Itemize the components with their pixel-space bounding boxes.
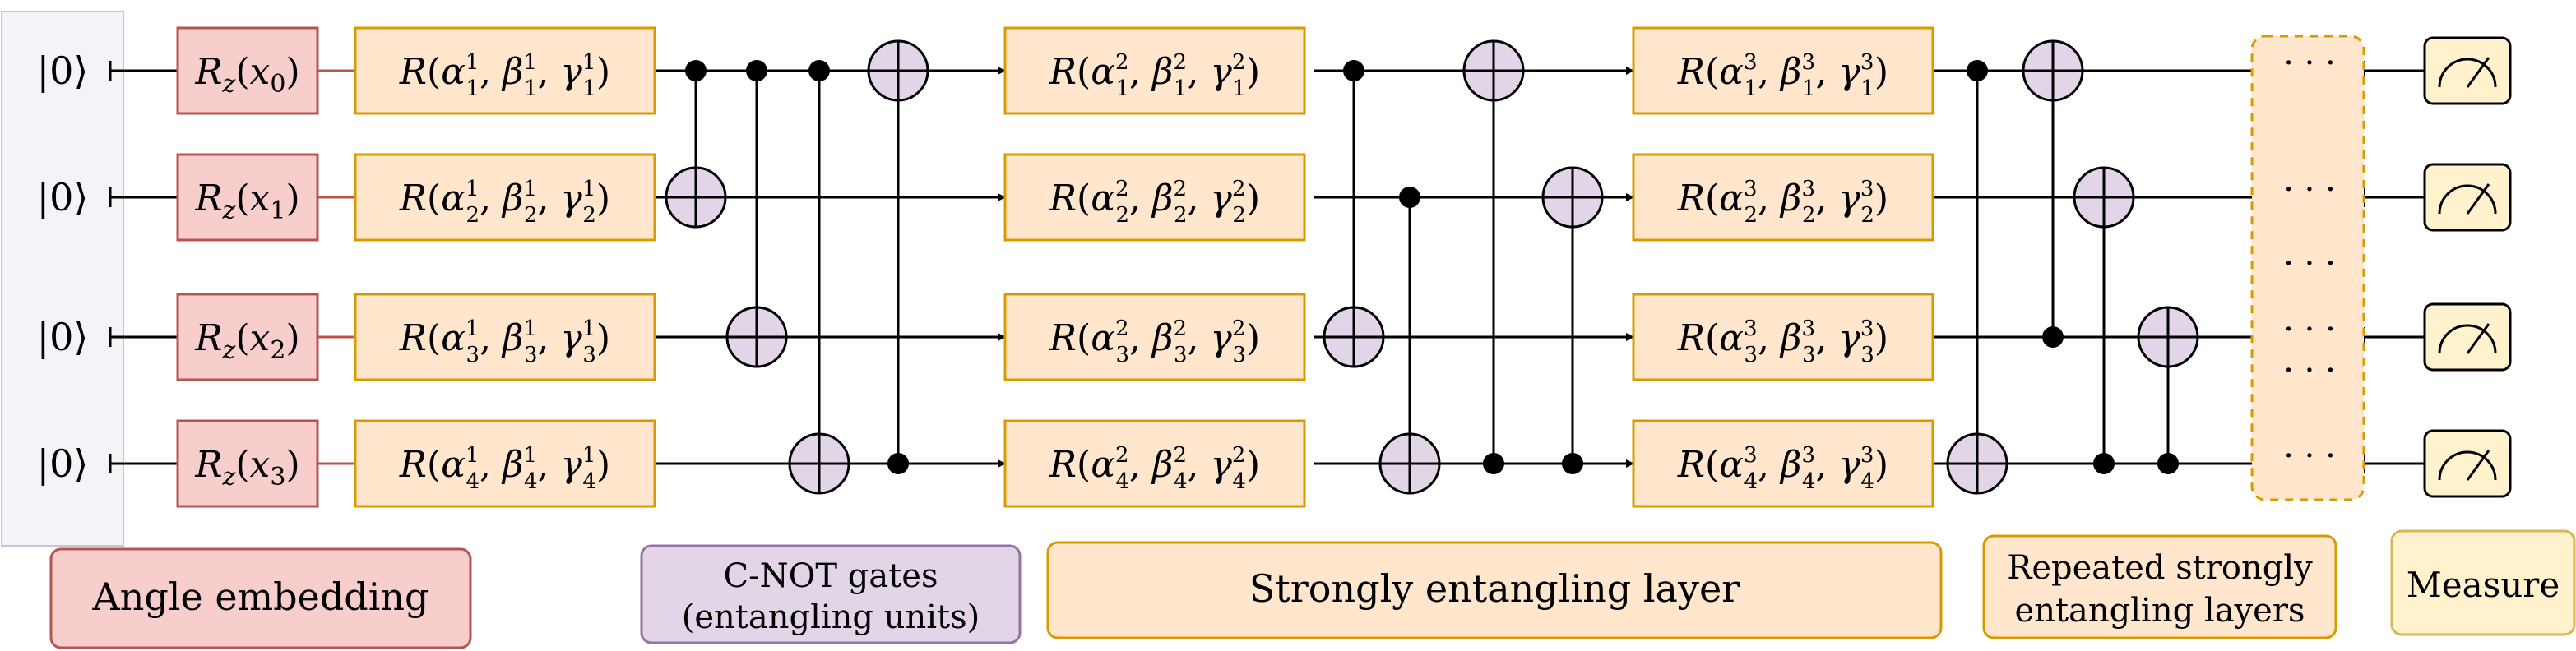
measure-gate <box>2423 429 2512 498</box>
legend-repeated-box <box>1982 534 2337 639</box>
ket-0-label: |0⟩ <box>37 441 89 486</box>
legend-cnot-box <box>640 544 1022 644</box>
ellipsis-dots: · · · <box>2283 245 2336 283</box>
ket-0-label: |0⟩ <box>37 175 89 219</box>
meter-needle <box>2466 450 2490 481</box>
rz-gate-label: Rz(x0) <box>194 51 299 99</box>
legend-embedding-label: Angle embedding <box>91 575 429 619</box>
control-dot-icon <box>2042 326 2064 348</box>
legend-repeated-label-line2: entangling layers <box>2015 592 2305 630</box>
rotation-gate <box>1632 26 1934 115</box>
meter-needle <box>2466 57 2490 88</box>
control-dot-icon <box>808 60 830 81</box>
legend-strong-box <box>1046 541 1943 639</box>
control-dot-icon <box>685 60 707 81</box>
control-dot-icon <box>1967 60 1988 81</box>
rz-embedding-gate <box>176 153 319 242</box>
control-dot-icon <box>746 60 767 81</box>
rotation-gate <box>354 293 656 381</box>
rotation-gate <box>1003 419 1306 508</box>
measure-gate <box>2423 36 2512 105</box>
measure-gate <box>2423 302 2512 372</box>
rz-embedding-gate <box>176 419 319 508</box>
control-dot-icon <box>2093 453 2115 474</box>
ellipsis-dots: · · · <box>2283 171 2336 209</box>
ellipsis-dots: · · · <box>2283 437 2336 475</box>
meter-needle <box>2466 323 2490 354</box>
rz-gate-label: Rz(x1) <box>194 178 299 225</box>
rotation-gate <box>1632 293 1934 381</box>
rotation-gate <box>1003 293 1306 381</box>
rotation-gate <box>1632 419 1934 508</box>
rz-embedding-gate <box>176 293 319 381</box>
meter-icon <box>2438 450 2497 481</box>
ket-0-label: |0⟩ <box>37 315 89 359</box>
meter-icon <box>2438 324 2497 354</box>
legend-strong-label: Strongly entangling layer <box>1249 566 1740 611</box>
meter-needle <box>2466 183 2490 215</box>
legend-measure-box <box>2390 529 2576 636</box>
rotation-gate <box>1003 153 1306 242</box>
rotation-gate <box>354 26 656 115</box>
legend-embedding-box <box>49 547 472 649</box>
ellipsis-dots: · · · <box>2283 311 2336 349</box>
input-state-column <box>1 11 124 547</box>
legend: Angle embedding C-NOT gates (entangling … <box>49 529 2576 649</box>
meter-icon <box>2438 184 2497 215</box>
repeated-layers-box <box>2250 35 2365 501</box>
control-dot-icon <box>887 453 909 474</box>
ellipsis-dots: · · · <box>2283 44 2336 82</box>
measure-gate <box>2423 163 2512 232</box>
meter-icon <box>2438 58 2497 88</box>
rz-gate-label: Rz(x3) <box>194 444 299 492</box>
control-dot-icon <box>1483 453 1504 474</box>
rotation-gate <box>354 419 656 508</box>
rz-gate-label: Rz(x2) <box>194 317 299 365</box>
control-dot-icon <box>1562 453 1583 474</box>
control-dot-icon <box>1399 187 1420 208</box>
legend-measure-label: Measure <box>2407 565 2560 605</box>
ket-0-label: |0⟩ <box>37 48 89 93</box>
rotation-gate <box>354 153 656 242</box>
ellipsis-dots: · · · <box>2283 352 2336 390</box>
control-dot-icon <box>2157 453 2179 474</box>
legend-cnot-label-line2: (entangling units) <box>682 598 980 636</box>
rotation-gate <box>1632 153 1934 242</box>
legend-repeated-label-line1: Repeated strongly <box>2007 549 2313 587</box>
legend-cnot-label-line1: C-NOT gates <box>723 557 938 595</box>
rotation-gate <box>1003 26 1306 115</box>
control-dot-icon <box>1343 60 1364 81</box>
rz-embedding-gate <box>176 26 319 115</box>
